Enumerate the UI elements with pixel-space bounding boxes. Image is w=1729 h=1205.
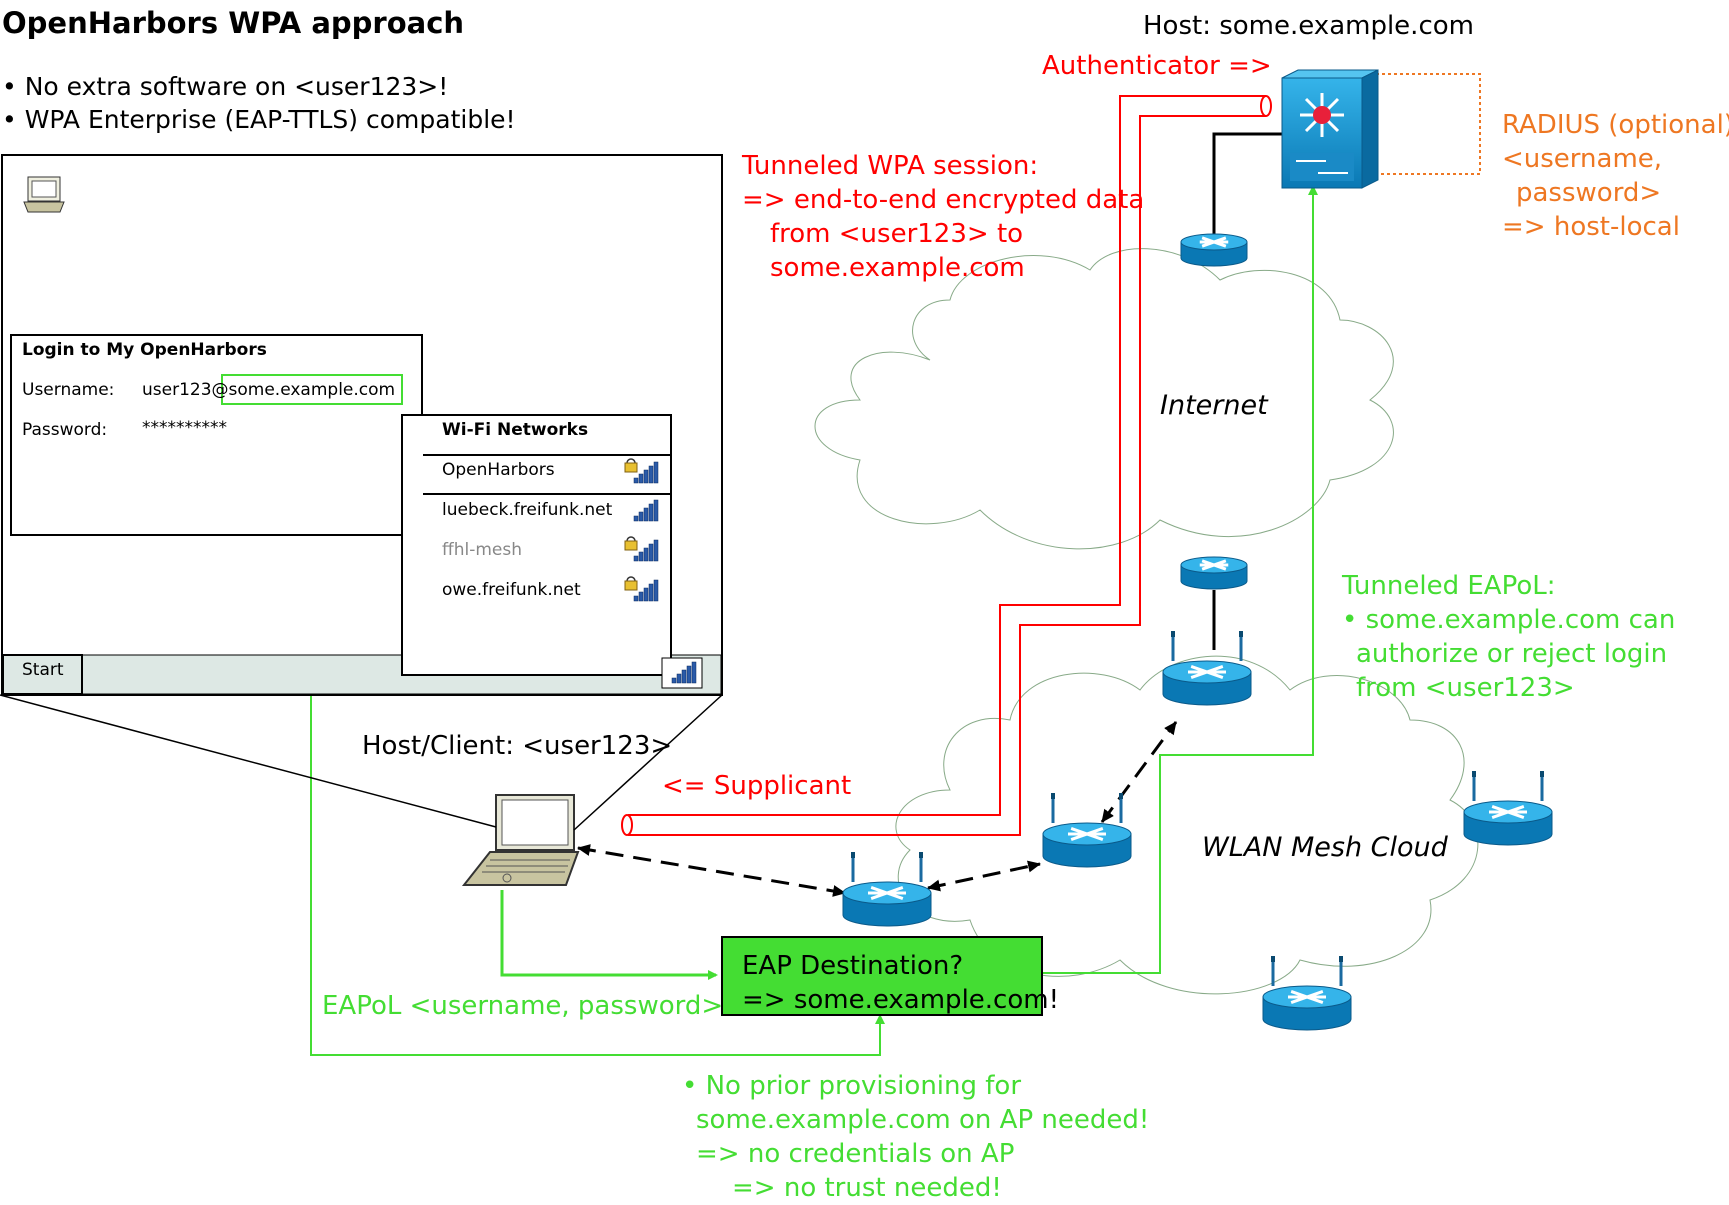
host-switch-icon (1281, 69, 1379, 189)
wireless-links (577, 721, 1178, 897)
supplicant-label: <= Supplicant (662, 771, 851, 801)
bullet-2: • WPA Enterprise (EAP-TTLS) compatible! (2, 105, 516, 134)
internet-label: Internet (1160, 390, 1269, 421)
internet-router-bottom-icon (1180, 556, 1248, 590)
eap-box-line-1: EAP Destination? (742, 951, 963, 981)
no-provisioning-line-4: => no trust needed! (732, 1173, 1002, 1203)
tunneled-eapol-line-1: Tunneled EAPoL: (1341, 571, 1555, 601)
no-provisioning-line-3: => no credentials on AP (696, 1139, 1014, 1169)
radius-loop (1358, 73, 1481, 174)
signal-strength-icon (671, 661, 697, 684)
page-title: OpenHarbors WPA approach (2, 6, 464, 40)
password-label: Password: (22, 420, 107, 440)
screen-mockup (1, 154, 723, 696)
wifi-title: Wi-Fi Networks (442, 420, 588, 440)
laptop-icon (461, 794, 580, 886)
username-field[interactable]: user123@some.example.com (142, 380, 395, 400)
tunneled-wpa-line-1: Tunneled WPA session: (741, 151, 1038, 181)
wifi-network-owe[interactable]: owe.freifunk.net (442, 580, 581, 600)
internet-cloud (814, 248, 1394, 550)
wifi-network-ffhl-mesh[interactable]: ffhl-mesh (442, 540, 522, 560)
desktop-computer-icon (23, 176, 65, 213)
tunneled-wpa-line-2: => end-to-end encrypted data (742, 185, 1144, 215)
username-label: Username: (22, 380, 114, 400)
login-title: Login to My OpenHarbors (22, 340, 267, 360)
signal-strength-icon (633, 499, 659, 522)
authenticator-label: Authenticator => (1042, 51, 1272, 81)
tunneled-eapol-line-4: from <user123> (1356, 673, 1575, 703)
tunneled-wpa-line-4: some.example.com (770, 253, 1025, 283)
mesh-gateway-router-icon (1162, 631, 1252, 706)
wpa-tunnel (621, 95, 1272, 836)
router-group (842, 233, 1553, 1031)
bullet-1: • No extra software on <user123>! (2, 72, 448, 101)
wifi-network-openharbors[interactable]: OpenHarbors (442, 460, 555, 480)
start-button[interactable]: Start (22, 660, 64, 680)
radius-line-1: RADIUS (optional) (1502, 110, 1729, 140)
mesh-router-icon (1463, 771, 1553, 846)
mesh-cloud-label: WLAN Mesh Cloud (1202, 832, 1449, 863)
internet-router-top-icon (1180, 233, 1248, 267)
no-provisioning-line-2: some.example.com on AP needed! (696, 1105, 1149, 1135)
access-point-router-icon (842, 852, 932, 927)
eap-box-line-2: => some.example.com! (742, 985, 1059, 1015)
eapol-label: EAPoL <username, password> (322, 991, 723, 1021)
tunneled-eapol-line-3: authorize or reject login (1356, 639, 1667, 669)
wifi-signal-icons (624, 458, 697, 684)
host-client-label: Host/Client: <user123> (362, 731, 672, 761)
tunneled-eapol-line-2: • some.example.com can (1342, 605, 1675, 635)
host-label: Host: some.example.com (1143, 11, 1474, 41)
zoom-lines (0, 694, 723, 831)
radius-line-4: => host-local (1502, 212, 1680, 242)
no-provisioning-line-1: • No prior provisioning for (682, 1071, 1021, 1101)
radius-line-3: password> (1516, 178, 1661, 208)
signal-strength-icon (624, 458, 659, 484)
eap-destination-box (721, 936, 1043, 1016)
radius-line-2: <username, (1502, 144, 1662, 174)
wired-links (1212, 132, 1284, 650)
mesh-router-icon (1042, 793, 1132, 868)
tunneled-wpa-line-3: from <user123> to (770, 219, 1023, 249)
mesh-router-icon (1262, 956, 1352, 1031)
mesh-cloud (895, 655, 1479, 995)
signal-strength-icon (624, 576, 659, 602)
wifi-network-luebeck[interactable]: luebeck.freifunk.net (442, 500, 613, 520)
signal-strength-icon (624, 536, 659, 562)
password-field[interactable]: ********** (142, 418, 227, 438)
